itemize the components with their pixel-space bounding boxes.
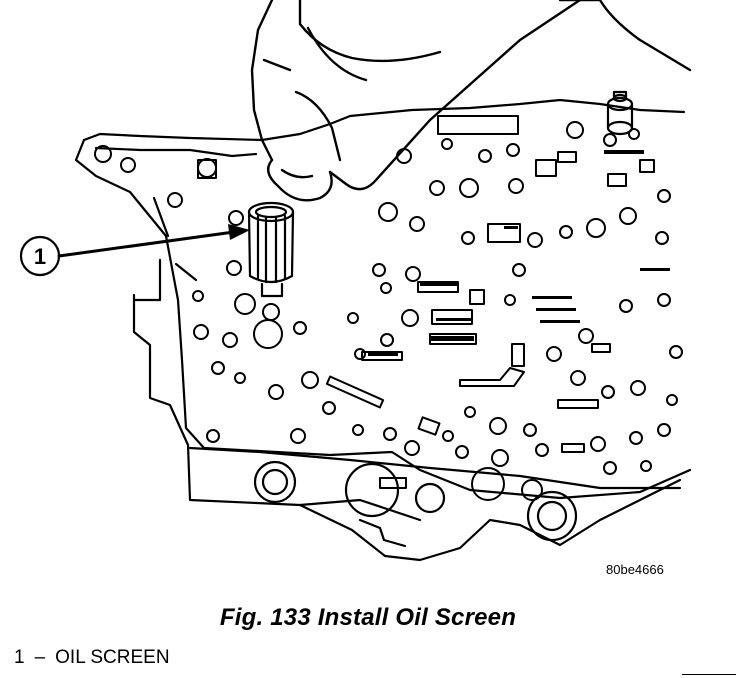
accumulator-plunger [606, 90, 634, 136]
figure-id: 80be4666 [606, 562, 664, 577]
divider-rule [682, 674, 736, 675]
oil-screen [247, 201, 295, 298]
legend: 1–OIL SCREEN [14, 647, 180, 669]
valve-body-casting [132, 258, 682, 562]
callout-1-number: 1 [34, 244, 46, 269]
plate-holes [94, 115, 683, 501]
legend-item-number: 1 [14, 647, 25, 668]
valve-body-illustration: 1 [19, 0, 692, 562]
technician-hand [250, 0, 692, 202]
separator-plate [74, 98, 692, 500]
callout-1-leader [19, 224, 250, 277]
legend-item-label: OIL SCREEN [55, 647, 170, 668]
figure-caption: Fig. 133 Install Oil Screen [219, 604, 517, 631]
legend-item-dash: – [34, 647, 46, 668]
plate-slots [368, 150, 670, 356]
